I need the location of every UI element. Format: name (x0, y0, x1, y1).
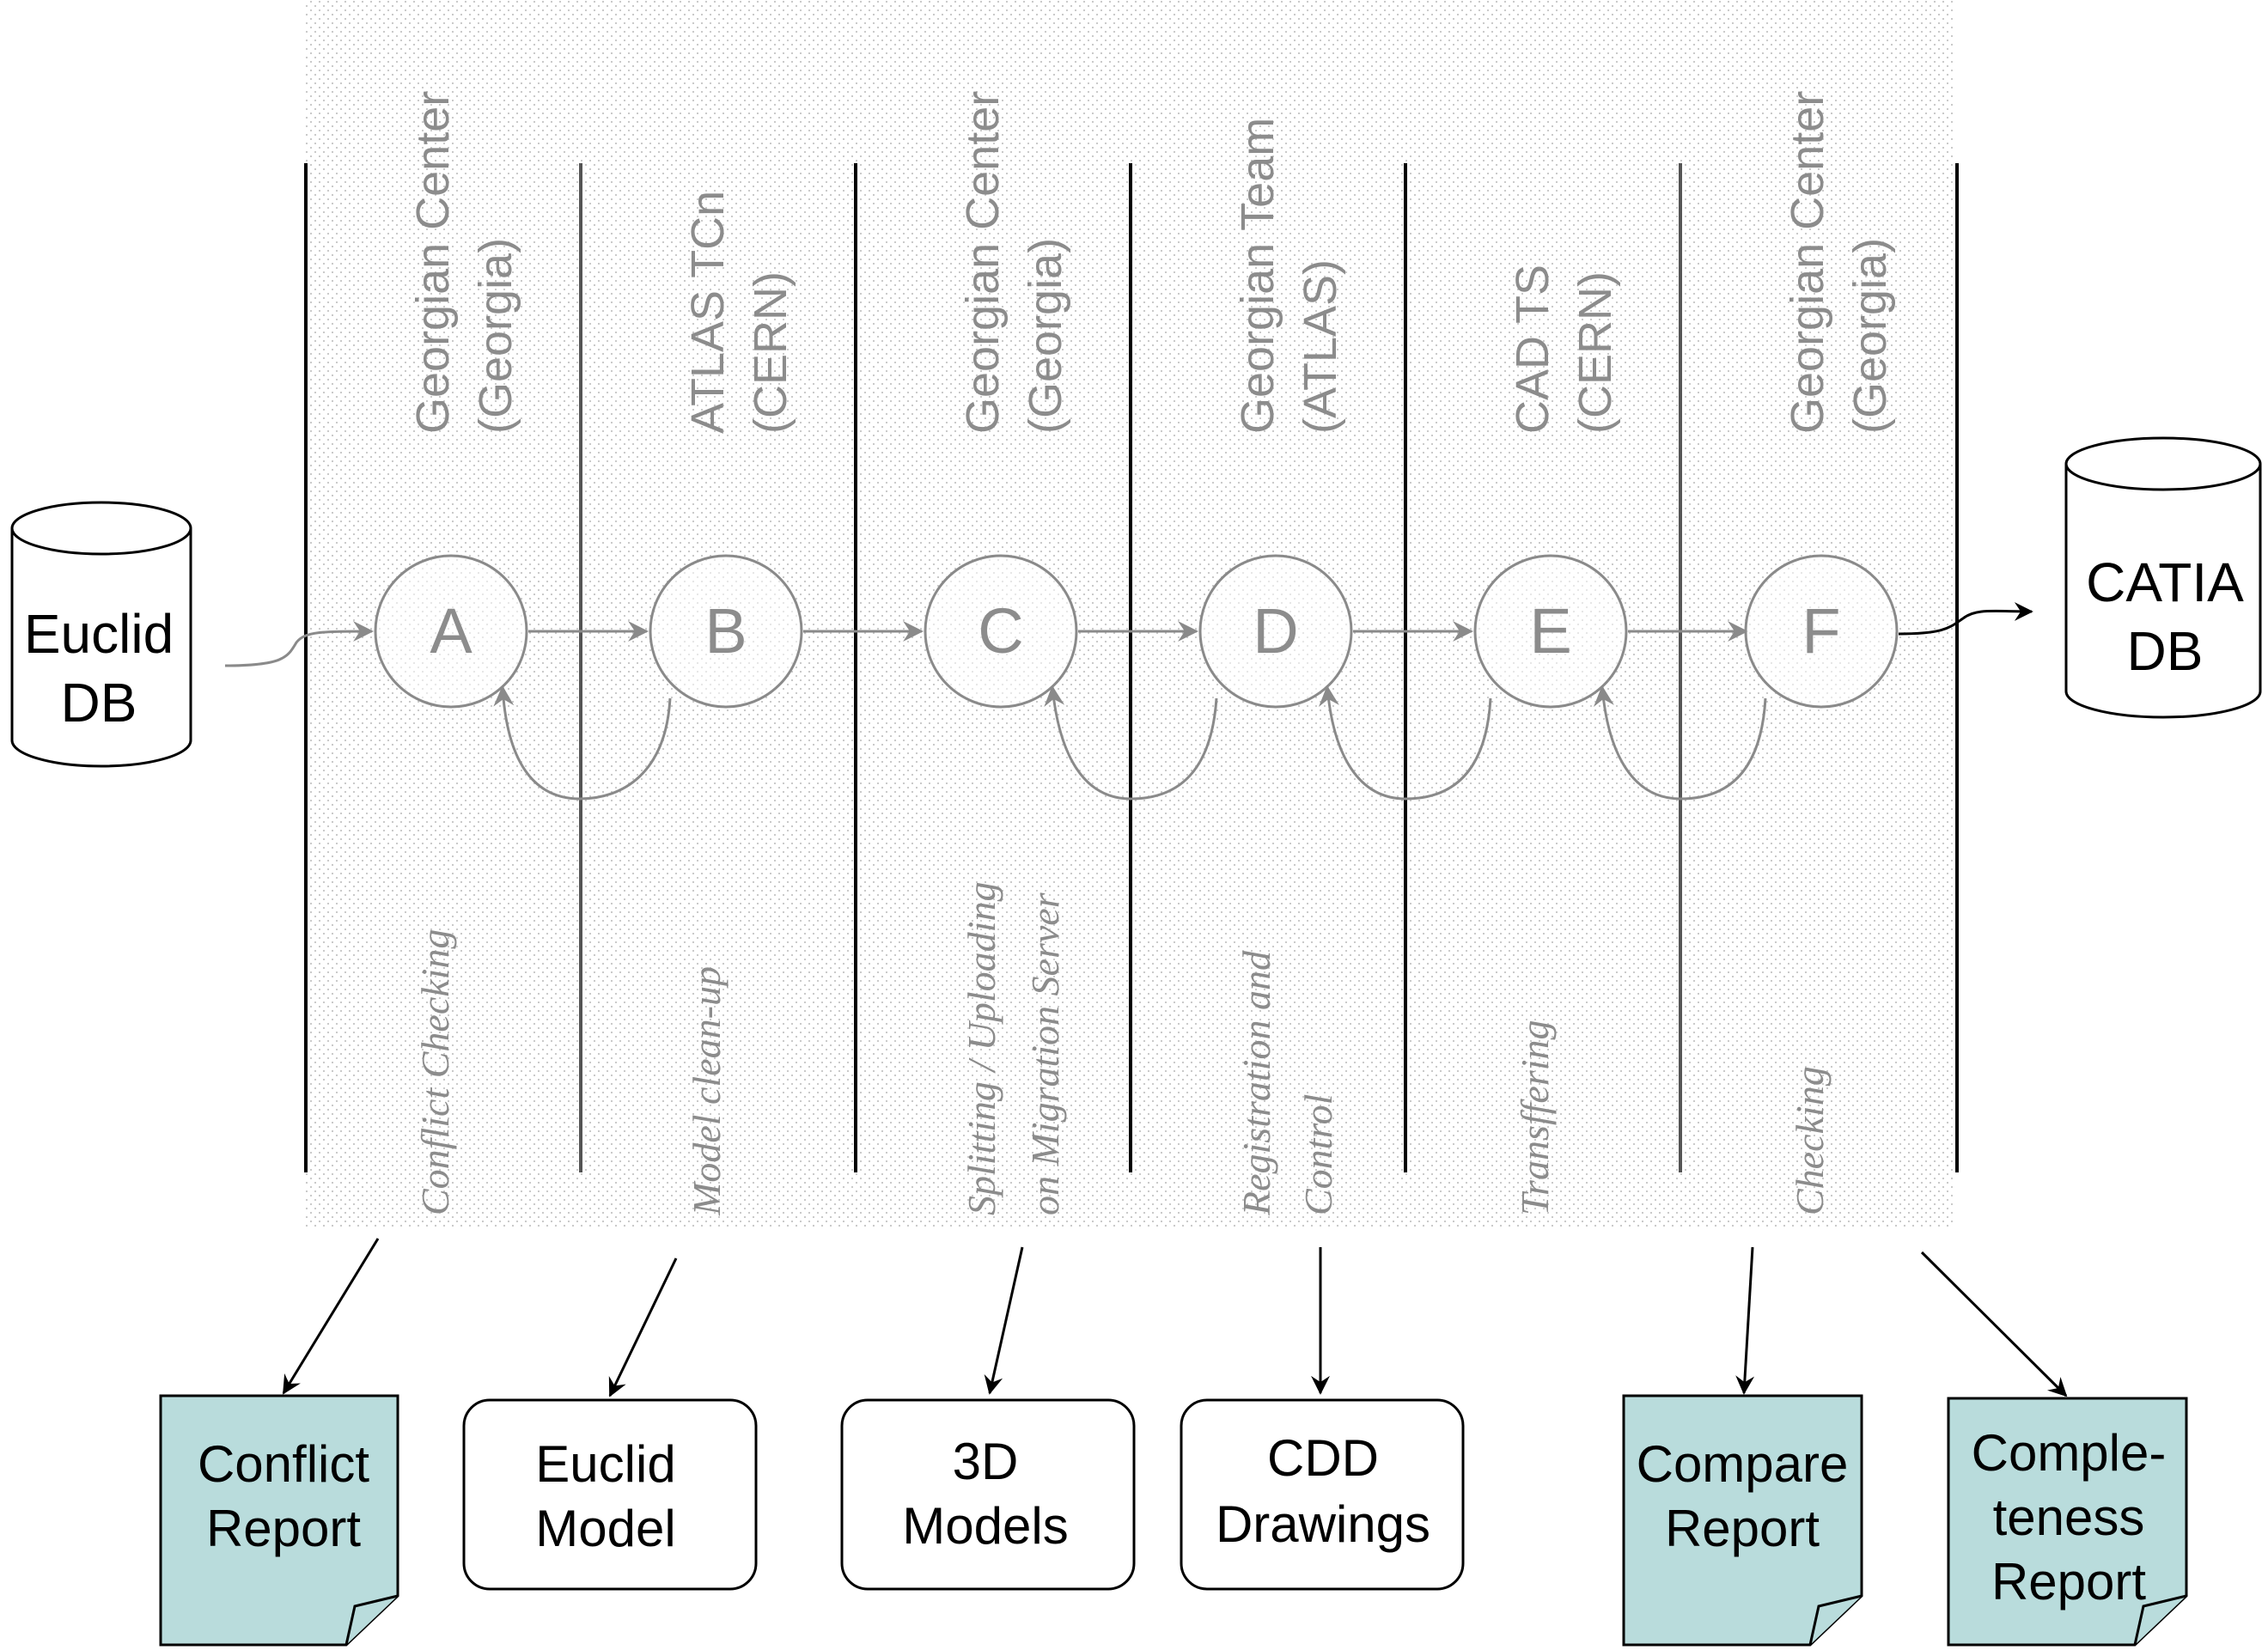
euclid-model-label-2: Model (535, 1500, 675, 1557)
lane-d-org-sub: (ATLAS) (1295, 259, 1346, 434)
lane-e-task-label: Transffering (1513, 1020, 1557, 1215)
models-3d-label-2: Models (902, 1497, 1068, 1555)
node-f-label: F (1802, 595, 1840, 667)
catia-db-label-2: DB (2127, 620, 2204, 682)
lane-e-org-label: CAD TS (1507, 265, 1558, 434)
cdd-drawings-label: CDD (1267, 1429, 1379, 1487)
conflict-report-label-2: Report (206, 1500, 361, 1557)
completeness-report-label-2: teness (1993, 1489, 2145, 1546)
conflict-report-document: Conflict Report (159, 1394, 399, 1647)
node-c-label: C (978, 595, 1023, 667)
lane-b-org-sub: (CERN) (745, 271, 796, 434)
lane-d-org-label: Georgian Team (1232, 118, 1283, 434)
euclid-db-label: Euclid (24, 603, 174, 665)
catia-db-cylinder: CATIA DB (2064, 436, 2262, 719)
compare-report-label: Compare (1637, 1435, 1849, 1493)
completeness-report-document: Comple- teness Report (1947, 1397, 2188, 1647)
cdd-drawings-label-2: Drawings (1216, 1495, 1430, 1553)
lane-f-task-label: Checking (1788, 1066, 1832, 1215)
completeness-report-label: Comple- (1972, 1424, 2167, 1482)
completeness-report-label-3: Report (1991, 1553, 2146, 1610)
lane-d-task-label: Registration and (1235, 950, 1278, 1216)
output-pointers (282, 1238, 2068, 1397)
euclid-db-cylinder: Euclid DB (10, 501, 192, 768)
lane-separators (304, 163, 1959, 1172)
lane-a-task-label: Conflict Checking (413, 929, 457, 1215)
lane-a-org-sub: (Georgia) (470, 238, 521, 434)
node-c: C (924, 554, 1078, 709)
lane-c-task-label-2: on Migration Server (1023, 892, 1067, 1215)
node-f: F (1744, 554, 1899, 709)
lane-b-org-label: ATLAS TCn (682, 191, 734, 434)
conflict-report-label: Conflict (198, 1435, 369, 1493)
node-a-label: A (430, 595, 472, 667)
euclid-model-label: Euclid (535, 1435, 675, 1493)
feedback-loops (493, 685, 1767, 801)
compare-report-document: Compare Report (1622, 1394, 1863, 1647)
lane-c-task-label: Splitting / Uploading (960, 882, 1003, 1215)
lane-d-task-label-2: Control (1296, 1094, 1340, 1215)
models-3d-box: 3D Models (840, 1398, 1136, 1591)
node-d: D (1198, 554, 1353, 709)
node-b: B (649, 554, 803, 709)
process-nodes: A B C D E F (374, 554, 1899, 709)
models-3d-label: 3D (953, 1433, 1019, 1490)
input-arrow (224, 621, 374, 667)
euclid-db-label-2: DB (61, 672, 137, 734)
lane-c-org-label: Georgian Center (957, 91, 1009, 434)
catia-db-label: CATIA (2086, 551, 2244, 613)
output-arrow (1898, 601, 2033, 636)
node-d-label: D (1253, 595, 1298, 667)
lane-c-org-sub: (Georgia) (1020, 238, 1071, 434)
node-b-label: B (704, 595, 747, 667)
cdd-drawings-box: CDD Drawings (1180, 1398, 1465, 1591)
lane-e-org-sub: (CERN) (1570, 271, 1621, 434)
euclid-model-box: Euclid Model (462, 1398, 758, 1591)
compare-report-label-2: Report (1665, 1500, 1820, 1557)
lane-b-task-label: Model clean-up (685, 966, 729, 1216)
node-e-label: E (1529, 595, 1571, 667)
lane-f-org-sub: (Georgia) (1844, 238, 1896, 434)
node-a: A (374, 554, 528, 709)
node-e: E (1473, 554, 1628, 709)
lane-f-org-label: Georgian Center (1782, 91, 1833, 434)
lane-a-org-label: Georgian Center (407, 91, 459, 434)
